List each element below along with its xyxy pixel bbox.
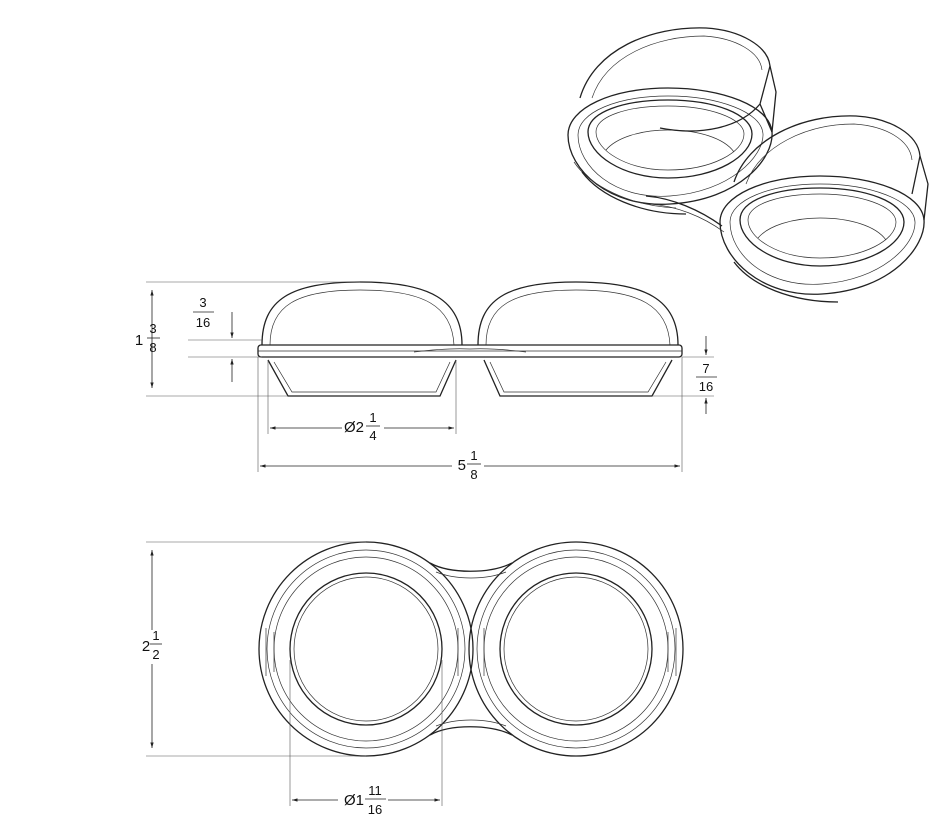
height-total-num: 3 — [149, 321, 156, 336]
top-left-inner — [289, 572, 443, 726]
top-bridge-upper — [429, 562, 513, 572]
dim-cup-diameter: Ø2 1 4 — [267, 360, 457, 443]
dim-lid-offset: 3 16 — [188, 295, 262, 382]
overall-length-num: 1 — [470, 448, 477, 463]
side-right-base — [483, 359, 673, 397]
iso-right-cup — [719, 115, 929, 303]
overall-length-whole: 5 — [458, 457, 466, 474]
side-view — [257, 281, 683, 397]
dim-inner-diameter: Ø1 11 16 — [289, 660, 443, 817]
side-right-dome — [477, 281, 679, 346]
overall-length-den: 8 — [470, 467, 477, 482]
top-bridge-lower — [429, 726, 513, 736]
height-total-den: 8 — [149, 340, 156, 355]
dim-base-height: 7 16 — [652, 336, 717, 414]
height-total-whole: 1 — [135, 332, 143, 349]
inner-diameter-den: 16 — [368, 802, 382, 817]
cup-diameter-den: 4 — [369, 428, 376, 443]
isometric-view — [567, 27, 929, 303]
top-view — [258, 541, 684, 757]
dim-width: 2 1 2 — [134, 541, 366, 757]
lid-offset-den: 16 — [196, 315, 210, 330]
dim-overall-length: 5 1 8 — [257, 357, 683, 482]
cup-diameter-prefix: Ø2 — [344, 419, 364, 436]
inner-diameter-num: 11 — [368, 783, 382, 798]
inner-diameter-prefix: Ø1 — [344, 792, 364, 809]
width-num: 1 — [152, 628, 159, 643]
cup-diameter-num: 1 — [369, 410, 376, 425]
lid-offset-num: 3 — [199, 295, 206, 310]
width-den: 2 — [152, 647, 159, 662]
base-height-den: 16 — [699, 379, 713, 394]
iso-left-cup — [567, 27, 777, 215]
base-height-num: 7 — [702, 361, 709, 376]
dim-height-total: 1 3 8 — [135, 281, 360, 397]
side-left-base — [267, 359, 457, 397]
iso-bridge — [645, 195, 723, 227]
top-right-outer — [468, 541, 684, 757]
width-whole: 2 — [142, 638, 150, 655]
top-right-inner — [499, 572, 653, 726]
side-left-dome — [261, 281, 463, 346]
